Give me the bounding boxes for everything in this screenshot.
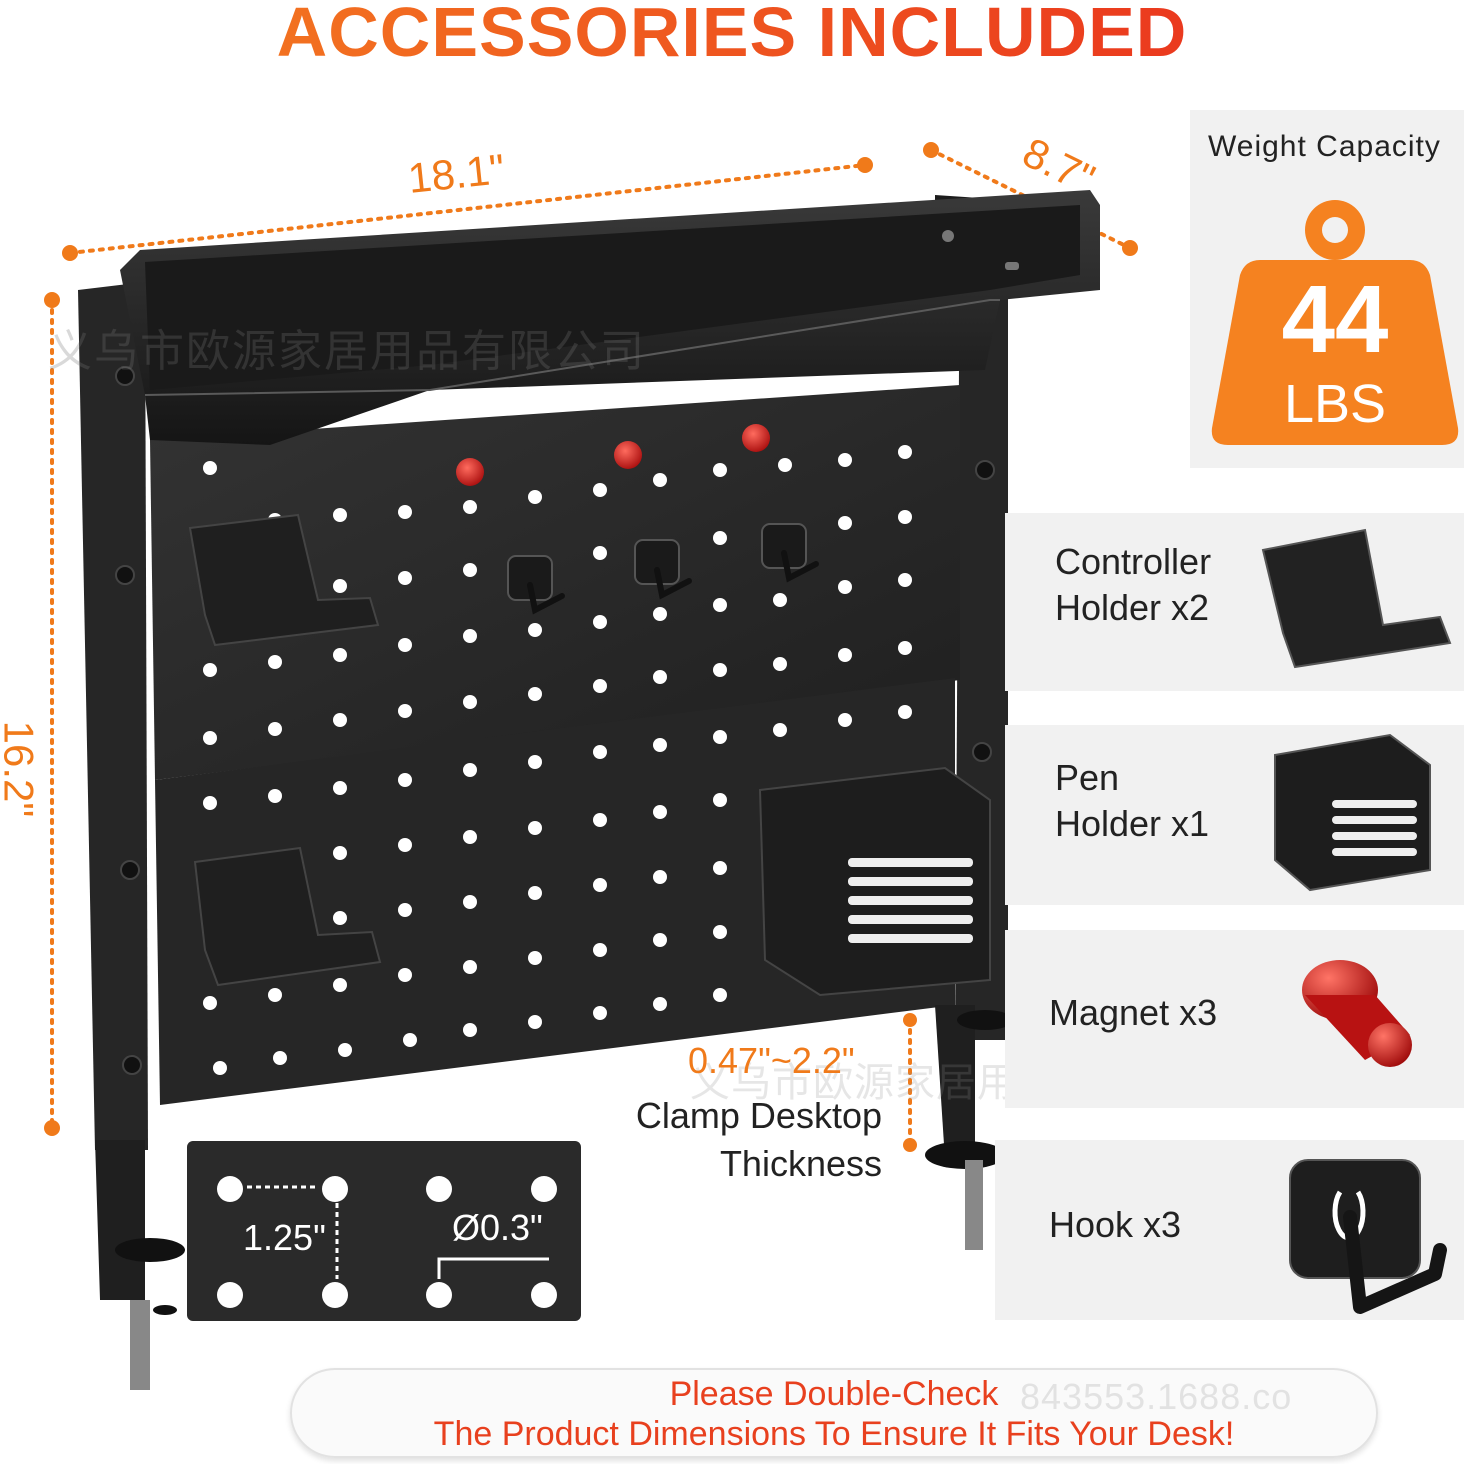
- clamp-line-2: Thickness: [719, 1143, 882, 1184]
- board-controller-holders: [188, 513, 382, 987]
- board-pen-holder: [758, 766, 991, 997]
- clamp-description: Clamp Desktop Thickness: [560, 1092, 882, 1188]
- controller-holder-icon: [1261, 528, 1452, 669]
- weight-capacity-title: Weight Capacity: [1208, 130, 1441, 163]
- pen-holder-icon: [1274, 733, 1431, 892]
- hook-icon: [1289, 1159, 1447, 1314]
- weight-icon: [1211, 200, 1459, 445]
- accessory-pen-holder: Pen Holder x1: [1005, 725, 1464, 905]
- height-label: 16.2": [0, 720, 43, 818]
- clamp-line-1: Clamp Desktop: [635, 1095, 882, 1136]
- height-dimension-line: [44, 292, 60, 1136]
- pegboard-detail-graphic: [217, 1176, 557, 1308]
- clamp-range-label: 0.47"~2.2": [688, 1040, 855, 1081]
- weight-unit: LBS: [1283, 374, 1387, 434]
- accessory-label: Pen Holder x1: [1055, 757, 1210, 844]
- watermark-top: 义乌市欧源家居用品有限公司: [48, 327, 646, 376]
- accessory-label: Hook x3: [1049, 1204, 1182, 1245]
- double-check-banner: Please Double-Check The Product Dimensio…: [290, 1368, 1378, 1458]
- width-label: 18.1": [405, 145, 507, 202]
- peg-holes: [203, 445, 912, 1075]
- board-magnets: [456, 424, 770, 486]
- magnet-icon: [1302, 960, 1412, 1067]
- banner-line-1: Please Double-Check: [669, 1375, 999, 1413]
- accessory-label: Magnet x3: [1049, 992, 1218, 1033]
- weight-value: 44: [1281, 266, 1389, 373]
- accessory-magnet: Magnet x3: [1005, 930, 1464, 1108]
- watermark-url: 843553.1688.co: [1020, 1376, 1293, 1417]
- hole-diameter-label: Ø0.3": [452, 1207, 543, 1248]
- board-hooks: [507, 523, 807, 601]
- pegboard-detail: 1.25" Ø0.3": [187, 1141, 581, 1321]
- weight-capacity-panel: Weight Capacity 44 LBS: [1190, 110, 1464, 468]
- accessory-hook: Hook x3: [995, 1140, 1464, 1320]
- banner-line-2: The Product Dimensions To Ensure It Fits…: [433, 1415, 1235, 1453]
- accessory-controller-holder: Controller Holder x2: [1005, 513, 1464, 691]
- hole-spacing-label: 1.25": [243, 1217, 326, 1258]
- accessory-label: Controller Holder x2: [1055, 541, 1212, 628]
- page-title: ACCESSORIES INCLUDED: [0, 0, 1464, 72]
- width-dimension-line: [62, 157, 873, 261]
- clamp-dimension-line: [903, 1013, 917, 1152]
